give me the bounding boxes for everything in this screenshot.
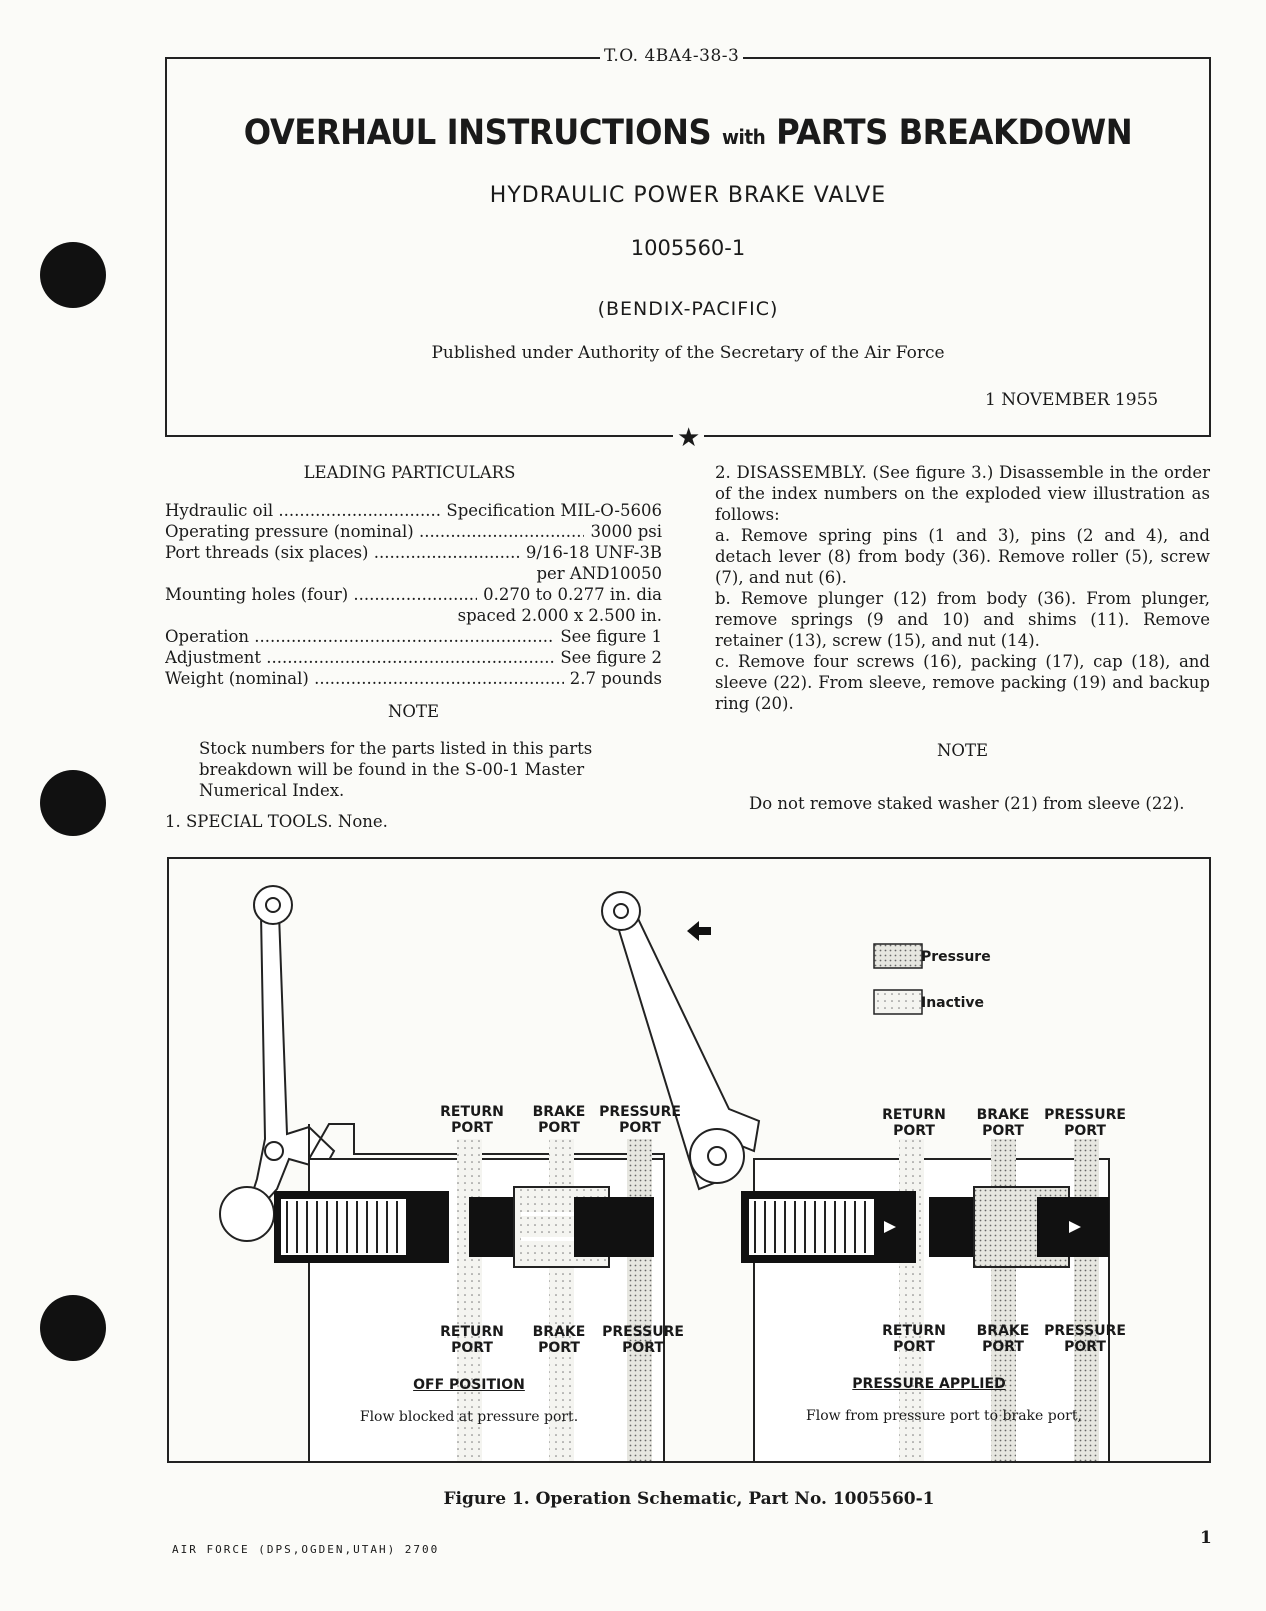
part-number: 1005560-1 xyxy=(630,236,746,260)
punch-hole-middle xyxy=(40,770,106,836)
authority-line: Published under Authority of the Secreta… xyxy=(431,343,945,363)
arrow-right-icon xyxy=(884,1221,896,1233)
note-text-right: Do not remove staked washer (21) from sl… xyxy=(749,794,1185,813)
note-heading-left: NOTE xyxy=(387,702,439,721)
figure-caption: Figure 1. Operation Schematic, Part No. … xyxy=(443,1489,935,1509)
spec-row: Hydraulic oil Specification MIL-O-5606 xyxy=(165,500,662,521)
spec-label: Weight (nominal) xyxy=(165,668,564,689)
arrow-right-icon-2 xyxy=(1069,1221,1081,1233)
spec-row: Port threads (six places) 9/16-18 UNF-3B xyxy=(165,542,662,563)
left-valve-body xyxy=(274,1123,665,1461)
manufacturer: (BENDIX-PACIFIC) xyxy=(597,298,779,320)
spec-value: 2.7 pounds xyxy=(569,669,662,688)
right-figure-title: PRESSURE APPLIED xyxy=(852,1376,1006,1392)
spec-value: 3000 psi xyxy=(590,522,662,541)
spec-value: See figure 1 xyxy=(560,627,662,646)
punch-hole-bottom xyxy=(40,1295,106,1361)
page-number: 1 xyxy=(1200,1528,1212,1548)
subtitle: HYDRAULIC POWER BRAKE VALVE xyxy=(489,183,887,208)
spec-row: Weight (nominal) 2.7 pounds xyxy=(165,668,662,689)
note-heading-right: NOTE xyxy=(936,741,988,760)
right-lever xyxy=(601,891,761,1191)
operation-schematic xyxy=(219,885,1110,1461)
legend-pressure-swatch xyxy=(873,943,923,969)
left-figure-title: OFF POSITION xyxy=(413,1377,525,1393)
note-text-left: Stock numbers for the parts listed in th… xyxy=(199,739,593,800)
right-valve-body xyxy=(741,1139,1110,1461)
spec-label: Port threads (six places) xyxy=(165,542,520,563)
spec-label: Operating pressure (nominal) xyxy=(165,521,584,542)
title-with: with xyxy=(721,125,766,149)
right-figure-caption: Flow from pressure port to brake port, xyxy=(806,1408,1082,1424)
spec-row: Mounting holes (four) 0.270 to 0.277 in. … xyxy=(165,584,662,605)
spec-label: Mounting holes (four) xyxy=(165,584,477,605)
star-icon: ★ xyxy=(673,425,705,451)
disassembly-step-b: b. Remove plunger (12) from body (36). F… xyxy=(715,589,1210,650)
legend-inactive-label: Inactive xyxy=(921,995,985,1011)
spec-value-continued: spaced 2.000 x 2.500 in. xyxy=(457,606,662,625)
spec-value: Specification MIL-O-5606 xyxy=(446,501,662,520)
special-tools: 1. SPECIAL TOOLS. None. xyxy=(165,812,388,831)
title-left: OVERHAUL INSTRUCTIONS xyxy=(243,113,712,153)
disassembly-step-c: c. Remove four screws (16), packing (17)… xyxy=(715,652,1210,713)
spec-value-continued: per AND10050 xyxy=(536,564,662,583)
printer-line: AIR FORCE (DPS,OGDEN,UTAH) 2700 xyxy=(172,1543,440,1556)
doc-number: T.O. 4BA4-38-3 xyxy=(600,46,744,66)
spec-value: 9/16-18 UNF-3B xyxy=(525,543,662,562)
leading-particulars: LEADING PARTICULARS Hydraulic oil Specifi… xyxy=(165,462,662,832)
left-figure-caption: Flow blocked at pressure port. xyxy=(359,1409,579,1425)
legend-pressure-label: Pressure xyxy=(921,949,991,965)
spec-table: Hydraulic oilSpecification MIL-O-5606Ope… xyxy=(165,500,662,689)
leading-particulars-heading: LEADING PARTICULARS xyxy=(303,463,516,482)
left-lever xyxy=(219,885,336,1242)
spec-label: Hydraulic oil xyxy=(165,500,440,521)
arrow-left-icon xyxy=(687,921,711,941)
spec-row: Operation See figure 1 xyxy=(165,626,662,647)
disassembly-section: 2. DISASSEMBLY. (See figure 3.) Disassem… xyxy=(715,462,1210,814)
publication-date: 1 NOVEMBER 1955 xyxy=(985,390,1159,410)
spec-value: 0.270 to 0.277 in. dia xyxy=(483,585,662,604)
disassembly-step-a: a. Remove spring pins (1 and 3), pins (2… xyxy=(715,526,1210,587)
disassembly-intro: 2. DISASSEMBLY. (See figure 3.) Disassem… xyxy=(715,463,1210,524)
spec-row: Adjustment See figure 2 xyxy=(165,647,662,668)
page-title: OVERHAUL INSTRUCTIONS with PARTS BREAKDO… xyxy=(207,113,1169,153)
spec-label: Adjustment xyxy=(165,647,554,668)
spec-row: Operating pressure (nominal) 3000 psi xyxy=(165,521,662,542)
title-right: PARTS BREAKDOWN xyxy=(776,113,1133,153)
spec-value: See figure 2 xyxy=(560,648,662,667)
legend-inactive-swatch xyxy=(873,989,923,1015)
spec-label: Operation xyxy=(165,626,554,647)
punch-hole-top xyxy=(40,242,106,308)
